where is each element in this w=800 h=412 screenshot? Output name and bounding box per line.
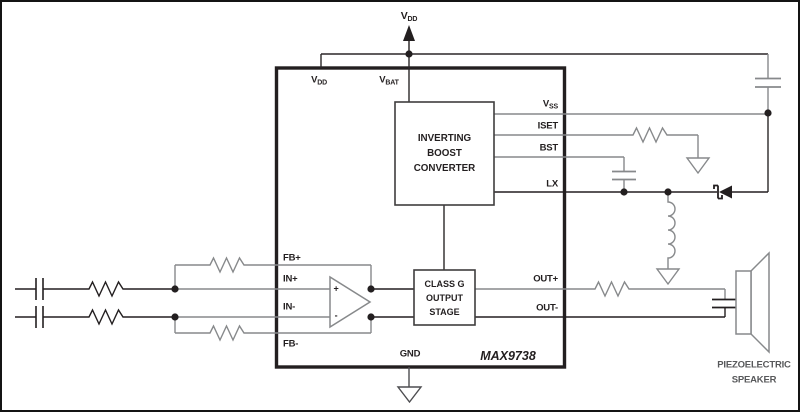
vdd-arrow-symbol [403, 25, 415, 54]
speaker-label-line1: PIEZOELECTRIC [717, 359, 791, 371]
fb-minus-resistor [207, 324, 247, 342]
in-minus-coupling-capacitor [35, 306, 44, 328]
out-plus-wire [475, 280, 726, 300]
opamp-inverting-mark: - [334, 310, 338, 321]
fb-plus-resistor [207, 256, 247, 274]
pin-label-fb-minus: FB- [283, 338, 299, 350]
ic-outline [274, 66, 567, 369]
gnd-wire [396, 367, 423, 404]
piezo-capacitor [712, 298, 736, 309]
opamp-noninverting-mark: + [333, 283, 339, 294]
in-plus-series-resistor [86, 280, 126, 298]
gnd-ground-symbol [396, 386, 423, 404]
chip-name: MAX9738 [480, 348, 536, 363]
vdd-supply-label: VDD [400, 9, 418, 23]
opamp-symbol [329, 275, 372, 329]
pin-label-gnd: GND [399, 348, 421, 360]
pin-label-in-plus: IN+ [283, 273, 298, 285]
pin-label-out-minus: OUT- [536, 302, 558, 314]
iset-wire [494, 126, 711, 175]
boost-converter-label: INVERTING BOOST CONVERTER [413, 133, 476, 174]
speaker-label-line2: SPEAKER [731, 374, 777, 386]
inductor-ground-symbol [655, 268, 681, 286]
class-g-output-stage-box [413, 269, 476, 326]
pin-label-in-minus: IN- [283, 301, 296, 313]
pin-label-out-plus: OUT+ [533, 273, 558, 285]
pin-label-fb-plus: FB+ [283, 252, 301, 264]
speaker-symbol [735, 251, 770, 354]
schottky-diode [713, 184, 768, 200]
junction-dots [171, 50, 772, 321]
out-plus-resistor [592, 280, 632, 298]
out-minus-wire [475, 307, 726, 318]
class-g-stage-label: CLASS G OUTPUT STAGE [424, 278, 465, 317]
iset-ground-symbol [685, 157, 711, 175]
vss-bypass-capacitor [755, 54, 781, 113]
fb-plus-wire [174, 256, 372, 289]
opamp-output-wires [371, 288, 414, 318]
iset-resistor [630, 126, 670, 144]
bst-capacitor [612, 170, 636, 181]
pin-label-vbat: VBAT [379, 74, 399, 86]
in-plus-coupling-capacitor [35, 278, 44, 300]
pin-label-vss: VSS [542, 98, 558, 110]
inverting-boost-converter-box [394, 101, 495, 206]
boost-inductor [655, 192, 681, 286]
pin-label-vdd: VDD [311, 74, 327, 86]
in-plus-wire [15, 278, 175, 300]
in-minus-wire [15, 306, 175, 328]
vdd-rail-wire [320, 53, 768, 102]
pin-label-lx: LX [546, 178, 558, 190]
in-minus-series-resistor [86, 308, 126, 326]
pin-label-bst: BST [539, 142, 559, 154]
pin-label-iset: ISET [537, 120, 559, 132]
